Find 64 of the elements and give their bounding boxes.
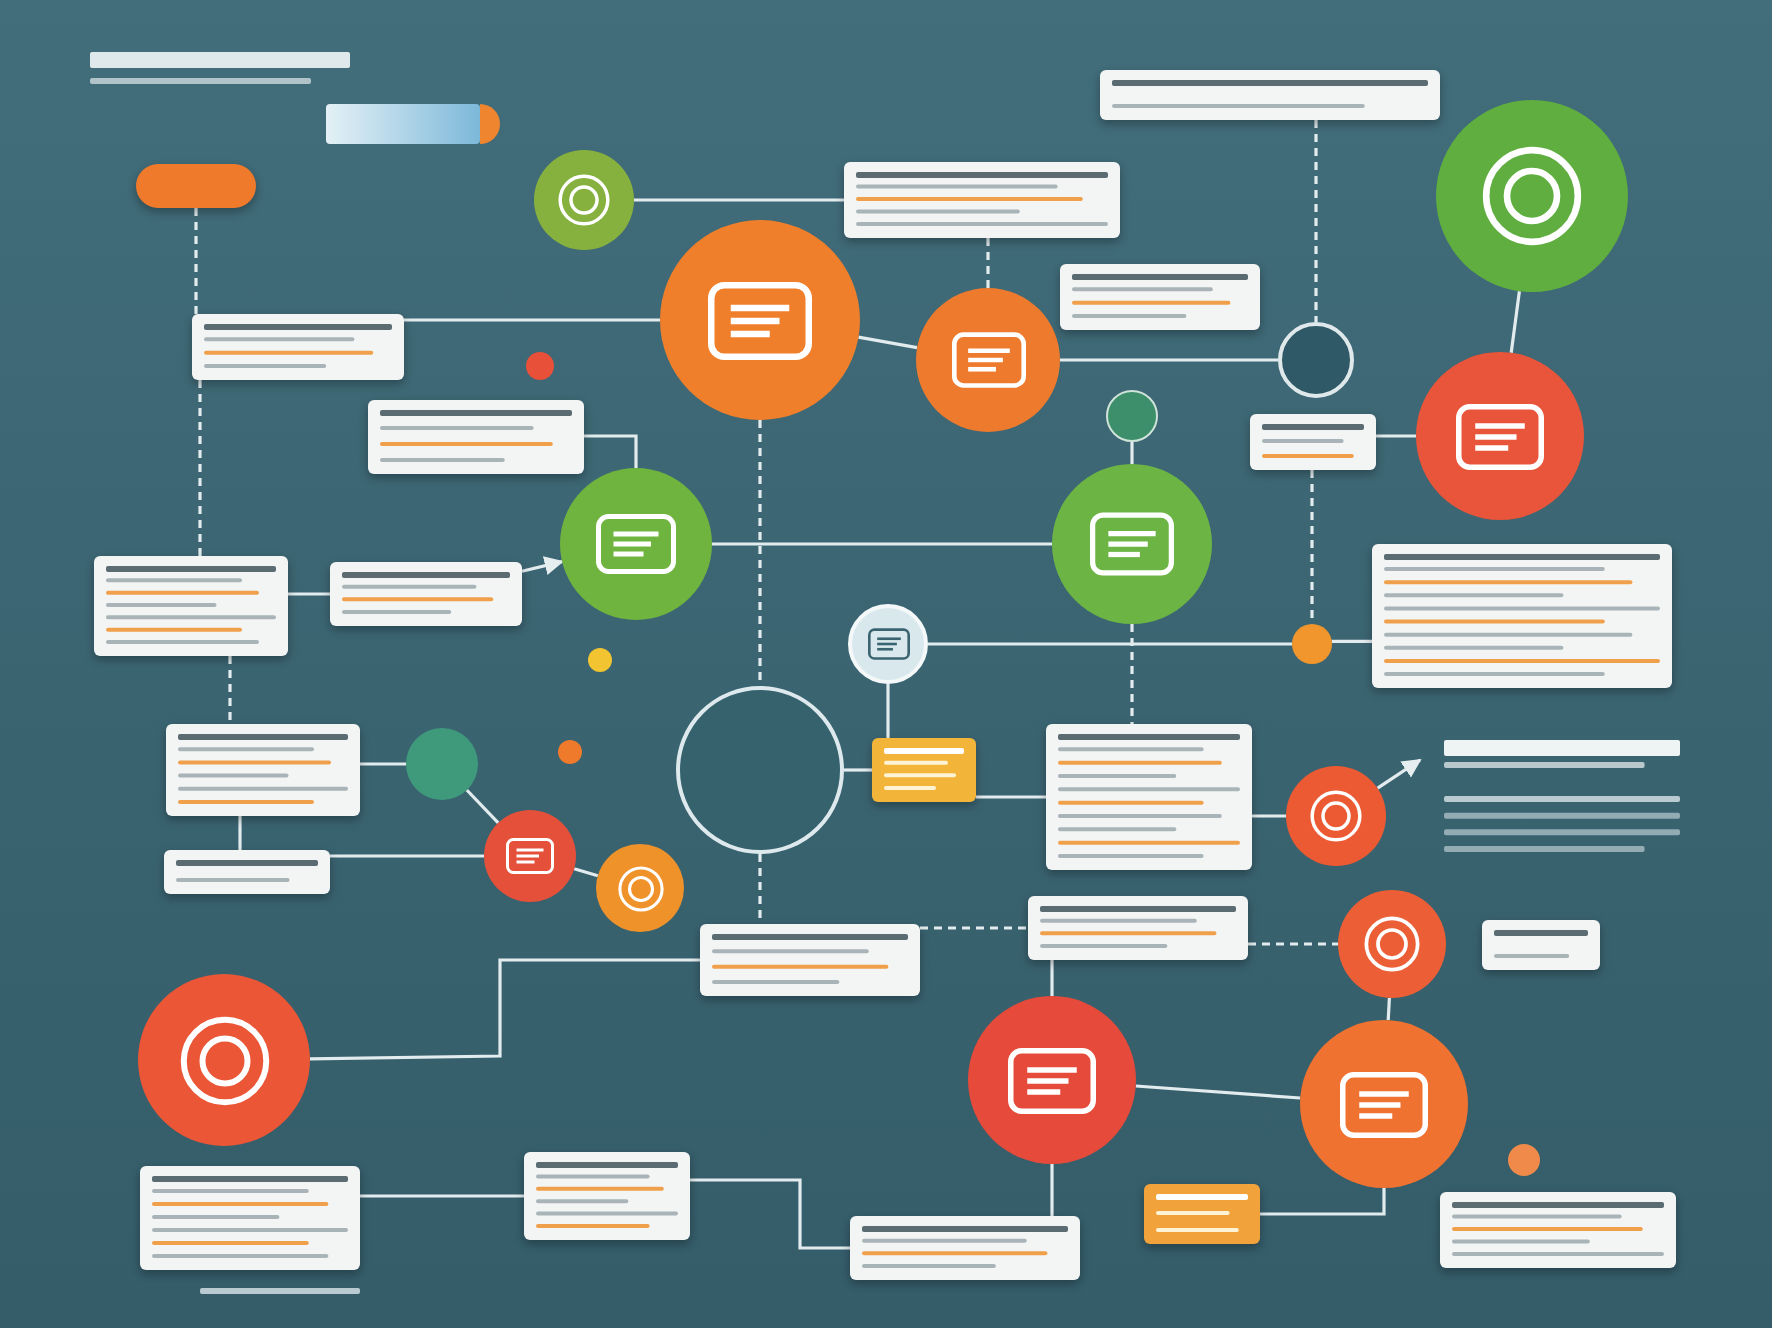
info-card [192,314,404,380]
connector-line [228,656,232,724]
connector-line [1314,120,1318,322]
info-card [94,556,288,656]
info-card [1482,920,1600,970]
info-card [330,562,522,626]
connector-line [920,926,1028,930]
connector-line [584,434,638,468]
info-card [166,724,360,816]
info-card [844,162,1120,238]
info-card [140,1166,360,1270]
connector-line [288,592,330,596]
info-card [164,850,330,894]
connector-line [1509,291,1521,353]
connector-line [858,335,918,350]
connector-line [690,1178,850,1250]
connector-line [404,318,660,322]
connector-line [976,795,1046,799]
connector-line [1331,639,1372,643]
connector-line [1135,1084,1301,1100]
info-card [1060,264,1260,330]
info-card [368,400,584,474]
connector-line [360,762,406,766]
info-card [1144,1184,1260,1244]
info-card [1440,1192,1676,1268]
info-card [1046,724,1252,870]
connector-line [1310,470,1314,624]
connector-line [194,208,198,314]
connector-line [1260,1188,1386,1216]
connector-line [573,867,599,878]
connector-line [198,380,202,556]
connector-line [309,958,700,1061]
connector-line [1130,442,1134,464]
arrow [1376,758,1422,790]
connector-line [238,816,242,850]
connector-line [465,788,500,824]
info-card [1250,414,1376,470]
connector-line [758,854,762,924]
info-card [1100,70,1440,120]
connector-line [1248,942,1338,946]
connector-line [758,420,762,686]
connector-line [928,642,1292,646]
info-card [700,924,920,996]
connector-line [1050,1164,1054,1216]
info-card [524,1152,690,1240]
connector-line [360,1194,524,1198]
connector-line [634,198,844,202]
connector-line [1060,358,1278,362]
info-card [136,164,256,208]
info-card [1372,544,1672,688]
connector-line [330,854,484,858]
connector-line [1050,960,1054,996]
connector-line [844,768,872,772]
connector-line [986,238,990,288]
info-card [1028,896,1248,960]
info-card [850,1216,1080,1280]
arrow [521,556,564,575]
connector-line [1376,434,1416,438]
connector-line [1252,814,1286,818]
connector-line [712,542,1052,546]
connector-line [886,684,890,738]
info-card [872,738,976,802]
connector-line [1130,624,1134,724]
connector-line [1386,997,1391,1021]
